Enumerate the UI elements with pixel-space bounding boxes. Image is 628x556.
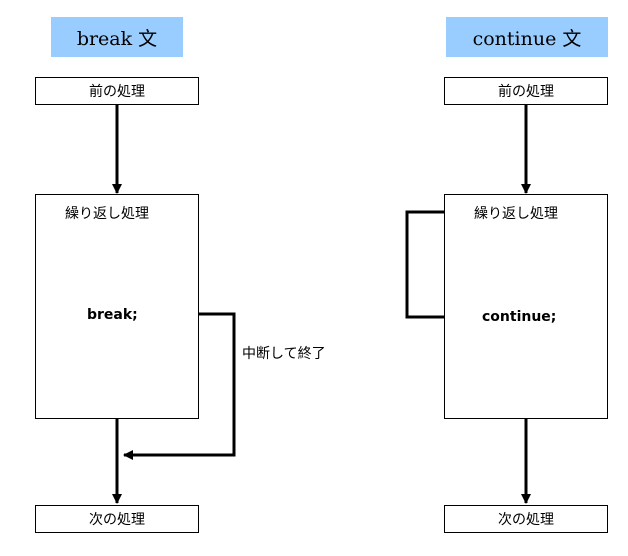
break-keyword: break; — [87, 307, 138, 323]
break-after-box: 次の処理 — [35, 505, 199, 533]
continue-after-box: 次の処理 — [444, 505, 608, 533]
break-exit-path — [123, 312, 236, 460]
break-loop-label: 繰り返し処理 — [65, 206, 149, 222]
continue-before-box: 前の処理 — [444, 77, 608, 105]
break-note: 中断して終了 — [242, 346, 326, 362]
break-before-box: 前の処理 — [35, 77, 199, 105]
continue-keyword: continue; — [482, 309, 557, 325]
continue-loop-label: 繰り返し処理 — [474, 206, 558, 222]
break-loop-box — [35, 194, 199, 419]
continue-loop-box — [444, 194, 608, 419]
break-title: break 文 — [51, 17, 183, 57]
continue-title: continue 文 — [446, 17, 608, 57]
continue-return-path — [405, 207, 471, 319]
